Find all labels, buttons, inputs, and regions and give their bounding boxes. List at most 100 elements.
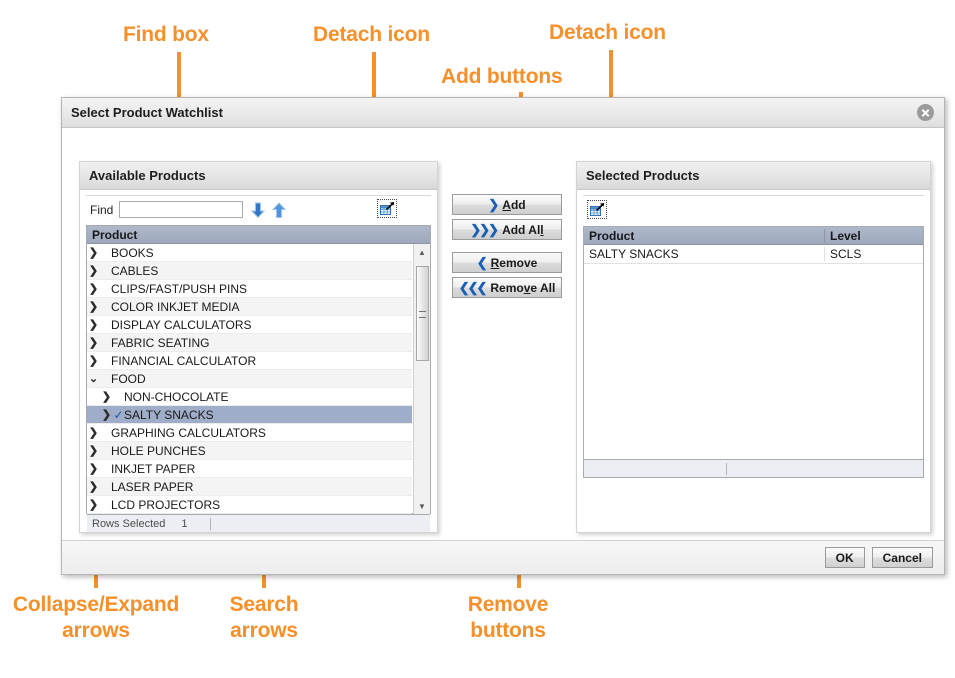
- chevron-right-icon[interactable]: ❯: [88, 463, 99, 475]
- add-button-label: dd: [510, 197, 526, 212]
- column-header-level[interactable]: Level: [830, 228, 861, 243]
- remove-all-button-label-post: e All: [530, 280, 556, 295]
- annotation-find-box: Find box: [123, 23, 209, 46]
- tree-row[interactable]: ❯HOLE PUNCHES: [87, 442, 412, 460]
- tree-row[interactable]: ❯LASER PAPER: [87, 478, 412, 496]
- annotation-detach-icon-left: Detach icon: [313, 23, 430, 46]
- add-buttons-group: ❯ Add ❯❯❯ Add All: [452, 194, 562, 240]
- chevron-double-right-icon: ❯❯❯: [470, 222, 499, 237]
- selected-toolbar: [583, 195, 924, 223]
- add-button[interactable]: ❯ Add: [452, 194, 562, 215]
- remove-all-button-accel: v: [523, 280, 531, 295]
- tree-row[interactable]: ❯NON-CHOCOLATE: [87, 388, 412, 406]
- remove-button-label: emove: [499, 255, 538, 270]
- available-tree-rows: ❯BOOKS❯CABLES❯CLIPS/FAST/PUSH PINS❯COLOR…: [87, 244, 412, 514]
- available-grid-header: Product: [87, 226, 430, 244]
- annotation-search-arrows: Search arrows: [229, 593, 299, 642]
- add-all-button[interactable]: ❯❯❯ Add All: [452, 219, 562, 240]
- tree-row[interactable]: ❯ GRAPHING CALCULATORS: [87, 424, 412, 442]
- chevron-right-icon[interactable]: ❯: [88, 445, 99, 457]
- cell-level: SCLS: [830, 247, 862, 261]
- chevron-right-icon[interactable]: ❯: [88, 427, 99, 439]
- remove-button-accel: R: [490, 255, 500, 270]
- chevron-right-icon: ❯: [488, 197, 499, 212]
- tree-row[interactable]: ❯ DISPLAY CALCULATORS: [87, 316, 412, 334]
- cell-product: SALTY SNACKS: [584, 247, 825, 261]
- selected-grid-header: Product Level: [584, 227, 923, 245]
- cancel-button[interactable]: Cancel: [871, 547, 933, 568]
- chevron-right-icon[interactable]: ❯: [101, 391, 112, 403]
- tree-row[interactable]: ❯ INKJET PAPER: [87, 460, 412, 478]
- available-products-panel: Available Products Find: [79, 161, 438, 533]
- table-row[interactable]: SALTY SNACKS SCLS: [584, 245, 923, 264]
- annotation-detach-icon-right: Detach icon: [549, 21, 666, 44]
- search-arrows-group: [250, 201, 287, 219]
- tree-row-label: GRAPHING CALCULATORS: [111, 425, 266, 440]
- annotation-add-buttons: Add buttons: [441, 65, 563, 88]
- chevron-right-icon[interactable]: ❯: [88, 319, 99, 331]
- tree-row-label: FABRIC SEATING: [111, 335, 210, 350]
- chevron-right-icon[interactable]: ❯: [88, 337, 99, 349]
- scroll-down-icon[interactable]: ▼: [418, 501, 426, 511]
- available-products-grid: Product ❯BOOKS❯CABLES❯CLIPS/FAST/PUSH PI…: [86, 225, 431, 532]
- chevron-double-left-icon: ❮❮❮: [458, 280, 488, 295]
- tree-row-label: COLOR INKJET MEDIA: [111, 299, 240, 314]
- add-button-accel: A: [502, 197, 511, 212]
- chevron-right-icon[interactable]: ❯: [88, 499, 99, 511]
- tree-row[interactable]: ⌄ FOOD: [87, 370, 412, 388]
- selected-grid-rows: SALTY SNACKS SCLS: [584, 245, 923, 264]
- add-all-button-accel: l: [540, 222, 544, 237]
- transfer-buttons: ❯ Add ❯❯❯ Add All ❮ Remove ❮❮❮ Remove Al…: [452, 194, 562, 310]
- scrollbar-thumb[interactable]: [416, 266, 429, 361]
- add-all-button-label: Add Al: [502, 222, 541, 237]
- close-icon[interactable]: [917, 104, 934, 121]
- scroll-up-icon[interactable]: ▲: [418, 247, 426, 257]
- tree-row[interactable]: ❯BOOKS: [87, 244, 412, 262]
- find-label: Find: [90, 202, 114, 217]
- dialog-body: Available Products Find: [62, 128, 944, 542]
- chevron-right-icon[interactable]: ❯: [88, 247, 99, 259]
- chevron-right-icon[interactable]: ❯: [88, 283, 99, 295]
- tree-row[interactable]: ❯ FABRIC SEATING: [87, 334, 412, 352]
- annotation-collapse-expand-arrows: Collapse/Expand arrows: [12, 593, 180, 642]
- tree-row[interactable]: ❯ LCD PROJECTORS: [87, 496, 412, 514]
- select-product-watchlist-dialog: Select Product Watchlist Available Produ…: [61, 97, 945, 575]
- selected-products-header: Selected Products: [577, 162, 930, 190]
- chevron-left-icon: ❮: [476, 255, 488, 270]
- column-header-product[interactable]: Product: [584, 228, 825, 243]
- tree-row[interactable]: ❯✓SALTY SNACKS: [87, 406, 412, 424]
- detach-icon[interactable]: [377, 199, 397, 218]
- tree-row[interactable]: ❯FINANCIAL CALCULATOR: [87, 352, 412, 370]
- chevron-down-icon[interactable]: ⌄: [88, 373, 99, 385]
- tree-row-label: FOOD: [111, 371, 146, 386]
- column-header-product[interactable]: Product: [92, 227, 138, 242]
- selected-products-grid: Product Level SALTY SNACKS SCLS: [583, 226, 924, 478]
- detach-icon[interactable]: [587, 200, 607, 219]
- dialog-titlebar: Select Product Watchlist: [62, 98, 944, 128]
- tree-row-label: DISPLAY CALCULATORS: [111, 317, 252, 332]
- remove-button[interactable]: ❮ Remove: [452, 252, 562, 273]
- chevron-right-icon[interactable]: ❯: [88, 481, 99, 493]
- available-products-header: Available Products: [80, 162, 437, 190]
- remove-all-button[interactable]: ❮❮❮ Remove All: [452, 277, 562, 298]
- tree-row[interactable]: ❯ CLIPS/FAST/PUSH PINS: [87, 280, 412, 298]
- status-divider: [726, 462, 727, 475]
- tree-row-label: LCD PROJECTORS: [111, 497, 221, 512]
- arrow-up-icon[interactable]: [271, 201, 287, 219]
- tree-row-label: CLIPS/FAST/PUSH PINS: [111, 281, 248, 296]
- selected-grid-status: [584, 459, 923, 477]
- find-input[interactable]: [119, 201, 244, 218]
- chevron-right-icon[interactable]: ❯: [88, 301, 99, 313]
- arrow-down-icon[interactable]: [250, 201, 266, 219]
- chevron-right-icon[interactable]: ❯: [88, 355, 99, 367]
- tree-row-label: CABLES: [111, 263, 159, 278]
- tree-row[interactable]: ❯ COLOR INKJET MEDIA: [87, 298, 412, 316]
- remove-all-button-label-pre: Remo: [490, 280, 524, 295]
- tree-row[interactable]: ❯ CABLES: [87, 262, 412, 280]
- tree-row-label: INKJET PAPER: [111, 461, 196, 476]
- ok-button[interactable]: OK: [824, 547, 865, 568]
- selected-products-panel: Selected Products: [576, 161, 931, 533]
- available-vertical-scrollbar[interactable]: ▲ ▼: [413, 244, 430, 514]
- chevron-right-icon[interactable]: ❯: [101, 409, 112, 421]
- chevron-right-icon[interactable]: ❯: [88, 265, 99, 277]
